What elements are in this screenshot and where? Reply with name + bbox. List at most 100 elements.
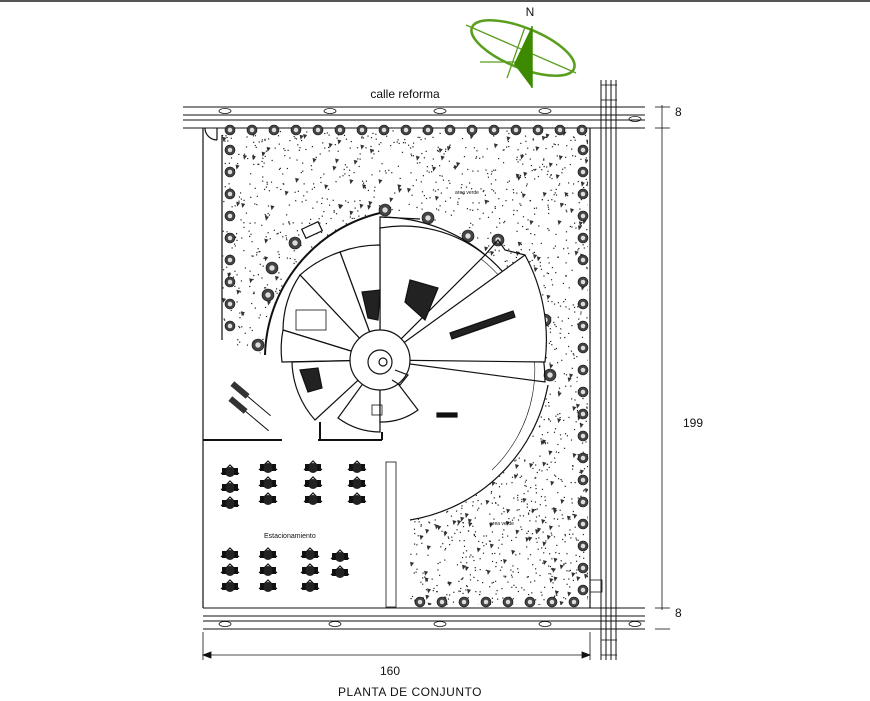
ground-cover-dot bbox=[485, 169, 487, 171]
ground-cover-dot bbox=[498, 218, 501, 220]
ground-cover-dot bbox=[420, 581, 422, 583]
ground-cover-dot bbox=[429, 398, 431, 400]
ground-cover-dot bbox=[578, 318, 580, 320]
tree-icon bbox=[251, 338, 265, 352]
ground-cover-dot bbox=[516, 210, 518, 212]
ground-cover-mark bbox=[321, 247, 326, 253]
car-icon bbox=[347, 460, 367, 473]
ground-cover-dot bbox=[526, 183, 528, 185]
ground-cover-dot bbox=[474, 535, 477, 538]
ground-cover-dot bbox=[536, 532, 538, 534]
ground-cover-dot bbox=[245, 212, 248, 214]
ground-cover-dot bbox=[353, 241, 355, 243]
ground-cover-dot bbox=[578, 247, 580, 250]
ground-cover-dot bbox=[434, 190, 437, 192]
ground-cover-dot bbox=[416, 504, 419, 506]
ground-cover-dot bbox=[557, 362, 559, 364]
ground-cover-dot bbox=[510, 569, 512, 571]
ground-cover-dot bbox=[441, 175, 443, 177]
ground-cover-dot bbox=[335, 213, 338, 215]
ground-cover-dot bbox=[380, 142, 382, 144]
ground-cover-dot bbox=[494, 169, 497, 171]
ground-cover-dot bbox=[273, 229, 275, 231]
ground-cover-dot bbox=[222, 230, 224, 232]
ground-cover-dot bbox=[533, 265, 535, 267]
tree-icon bbox=[577, 408, 589, 420]
car-icon bbox=[230, 381, 271, 417]
ground-cover-mark bbox=[464, 512, 469, 518]
ground-cover-mark bbox=[550, 480, 555, 486]
ground-cover-dot bbox=[575, 391, 577, 393]
ground-cover-dot bbox=[427, 462, 429, 465]
ground-cover-dot bbox=[456, 564, 459, 566]
dimension-height: 199 bbox=[683, 416, 703, 430]
ground-cover-dot bbox=[463, 193, 465, 195]
ground-cover-dot bbox=[432, 590, 434, 592]
ground-cover-dot bbox=[272, 350, 275, 352]
ground-cover-dot bbox=[357, 210, 359, 212]
ground-cover-dot bbox=[487, 473, 489, 475]
ground-cover-mark bbox=[424, 577, 429, 583]
ground-cover-dot bbox=[483, 189, 485, 192]
ground-cover-dot bbox=[438, 310, 440, 312]
ground-cover-mark bbox=[570, 208, 575, 214]
ground-cover-dot bbox=[440, 192, 442, 194]
ground-cover-dot bbox=[503, 369, 505, 371]
ground-cover-dot bbox=[488, 401, 490, 403]
ground-cover-mark bbox=[328, 142, 333, 148]
road-marker bbox=[538, 108, 552, 114]
ground-cover-dot bbox=[467, 454, 469, 456]
ground-cover-dot bbox=[493, 518, 495, 520]
ground-cover-dot bbox=[538, 515, 541, 517]
ground-cover-dot bbox=[266, 181, 268, 183]
road-marker bbox=[433, 621, 447, 627]
ground-cover-dot bbox=[566, 211, 568, 213]
ground-cover-dot bbox=[525, 432, 528, 434]
ground-cover-dot bbox=[258, 317, 260, 319]
ground-cover-dot bbox=[438, 209, 440, 211]
ground-cover-dot bbox=[249, 285, 251, 288]
ground-cover-mark bbox=[580, 181, 585, 187]
ground-cover-dot bbox=[470, 274, 472, 276]
ground-cover-dot bbox=[524, 427, 526, 429]
tree-icon bbox=[577, 562, 589, 574]
ground-cover-dot bbox=[513, 445, 515, 448]
ground-cover-dot bbox=[427, 415, 430, 417]
ground-cover-dot bbox=[326, 234, 329, 236]
ground-cover-dot bbox=[482, 414, 485, 417]
ground-cover-dot bbox=[236, 344, 239, 346]
ground-cover-dot bbox=[534, 178, 536, 180]
ground-cover-mark bbox=[555, 174, 560, 180]
ground-cover-dot bbox=[505, 575, 507, 577]
ground-cover-dot bbox=[415, 494, 417, 497]
ground-cover-dot bbox=[571, 269, 573, 271]
ground-cover-dot bbox=[523, 376, 525, 378]
ground-cover-dot bbox=[507, 140, 510, 143]
ground-cover-dot bbox=[257, 163, 259, 165]
ground-cover-dot bbox=[540, 591, 542, 593]
ground-cover-dot bbox=[565, 156, 567, 158]
ground-cover-dot bbox=[286, 239, 288, 241]
ground-cover-dot bbox=[505, 200, 507, 202]
ground-cover-dot bbox=[280, 325, 282, 327]
ground-cover-dot bbox=[546, 469, 548, 471]
ground-cover-dot bbox=[468, 466, 470, 468]
ground-cover-dot bbox=[446, 603, 448, 605]
ground-cover-mark bbox=[541, 519, 546, 525]
ground-cover-mark bbox=[389, 197, 394, 203]
ground-cover-mark bbox=[481, 435, 486, 441]
ground-cover-mark bbox=[484, 199, 489, 205]
ground-cover-dot bbox=[470, 364, 472, 366]
ground-cover-dot bbox=[361, 137, 363, 139]
ground-cover-dot bbox=[325, 247, 327, 250]
ground-cover-dot bbox=[284, 155, 286, 157]
ground-cover-dot bbox=[353, 217, 355, 219]
ground-cover-dot bbox=[535, 418, 538, 420]
ground-cover-dot bbox=[519, 515, 521, 517]
ground-cover-dot bbox=[580, 225, 582, 227]
ground-cover-mark bbox=[536, 256, 541, 262]
tree-icon bbox=[378, 124, 390, 136]
ground-cover-dot bbox=[451, 536, 453, 538]
ground-cover-dot bbox=[402, 142, 405, 144]
ground-cover-dot bbox=[458, 580, 460, 582]
